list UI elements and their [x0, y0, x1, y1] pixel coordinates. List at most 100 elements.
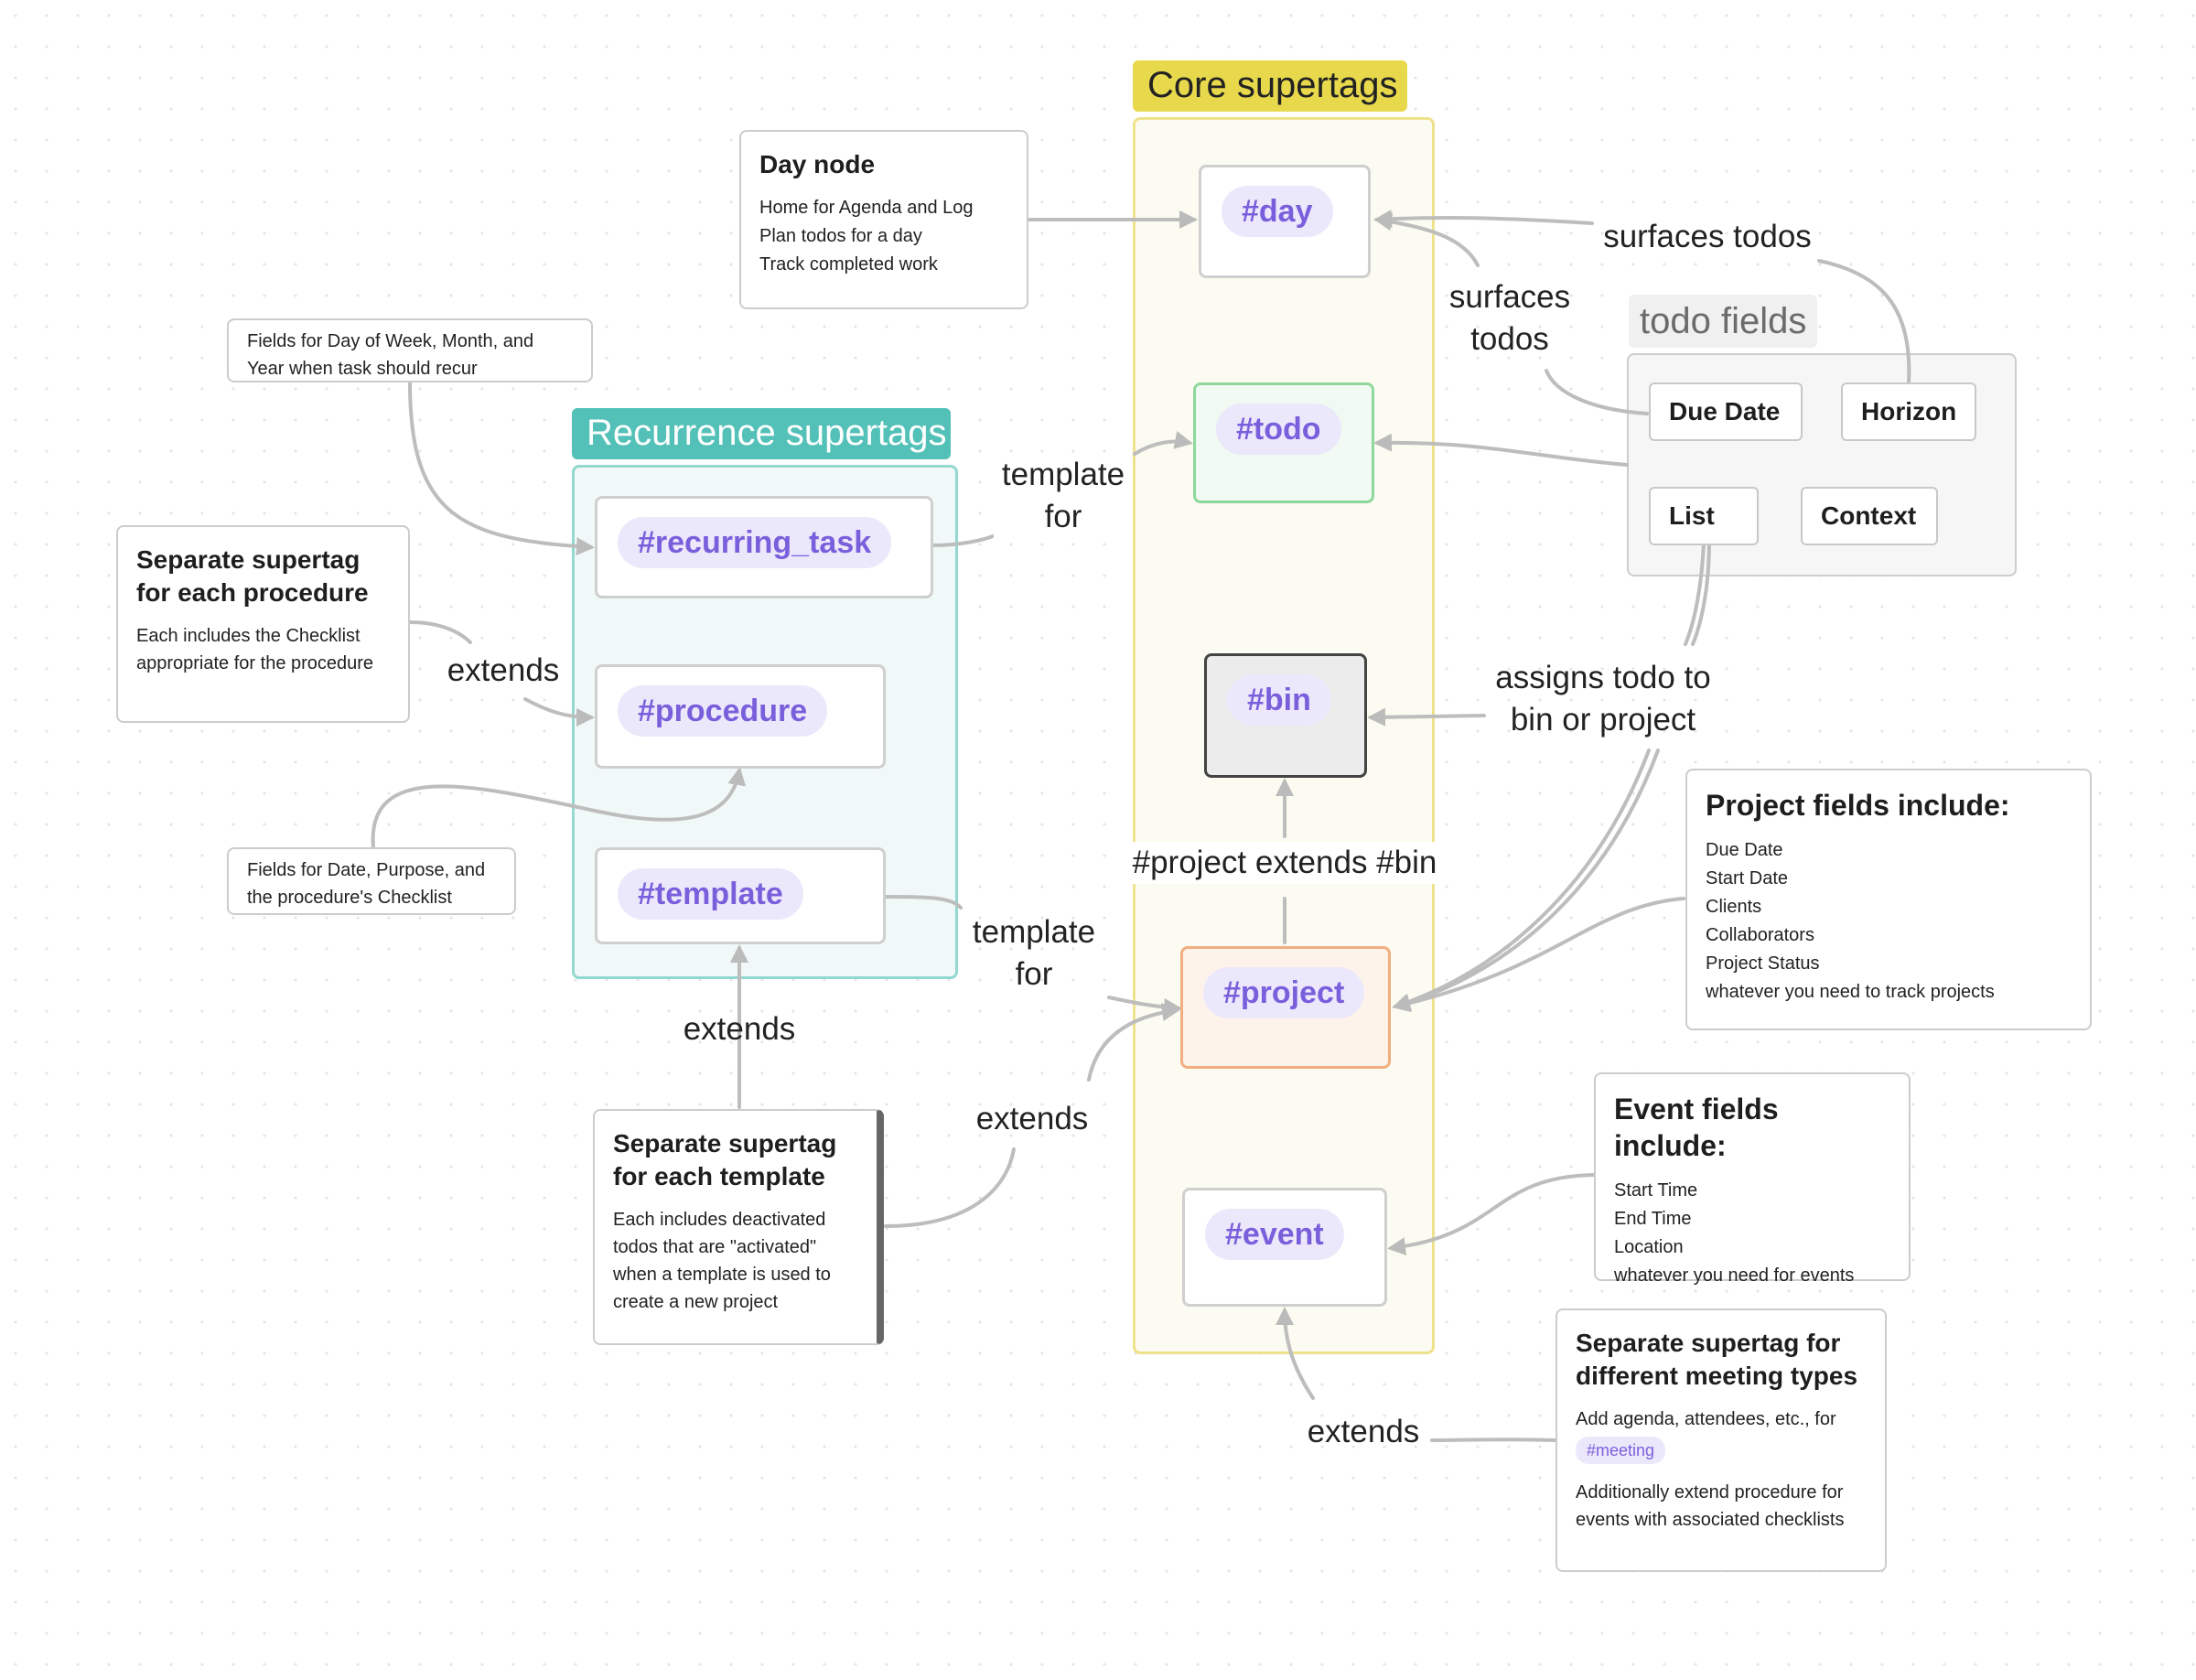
card-line: End Time — [1614, 1209, 1692, 1229]
separate-template-title: Separate supertag for each template — [613, 1129, 837, 1190]
procedure-fields-card[interactable]: Fields for Date, Purpose, and the proced… — [227, 847, 516, 915]
day-node-card[interactable]: Day node Home for Agenda and Log Plan to… — [739, 130, 1028, 309]
recur-fields-text: Fields for Day of Week, Month, and Year … — [247, 331, 534, 379]
recurrence-supertags-title: Recurrence supertags — [572, 408, 951, 459]
card-line: Start Time — [1614, 1180, 1698, 1201]
procedure-tag[interactable]: #procedure — [618, 685, 828, 737]
card-line: whatever you need for events — [1614, 1265, 1855, 1286]
label-template-for-2: template for — [964, 911, 1103, 996]
meeting-types-card[interactable]: Separate supertag for different meeting … — [1556, 1308, 1887, 1572]
core-supertags-title: Core supertags — [1133, 60, 1407, 112]
template-tag[interactable]: #template — [618, 868, 803, 920]
event-tag[interactable]: #event — [1205, 1209, 1344, 1260]
meeting-types-text2: Additionally extend procedure for events… — [1576, 1482, 1845, 1530]
wire-extends-to-project — [1087, 1003, 1180, 1082]
wire-projectfields-to-project — [1392, 897, 1685, 1013]
event-node[interactable]: #event — [1182, 1188, 1387, 1307]
field-due-date[interactable]: Due Date — [1649, 382, 1803, 441]
day-tag[interactable]: #day — [1222, 186, 1333, 237]
label-assigns-todo: assigns todo to bin or project — [1475, 657, 1731, 741]
wire-assigns-to-project — [1392, 748, 1660, 1012]
wire-template-label-to-todo — [1133, 431, 1193, 456]
wire-sepproc-to-extends — [408, 620, 472, 644]
template-node[interactable]: #template — [595, 847, 886, 944]
label-extends-event: extends — [1307, 1414, 1420, 1449]
wire-surfaces-top-to-day — [1373, 210, 1594, 229]
card-line: Plan todos for a day — [759, 226, 922, 246]
meeting-types-title: Separate supertag for different meeting … — [1576, 1329, 1858, 1390]
project-fields-card[interactable]: Project fields include: Due Date Start D… — [1685, 769, 2092, 1030]
wire-template-label-to-project — [1107, 996, 1182, 1017]
label-line: surfaces — [1448, 279, 1571, 315]
todo-fields-title: todo fields — [1629, 295, 1818, 348]
label-extends-procedure: extends — [447, 652, 560, 688]
procedure-fields-text: Fields for Date, Purpose, and the proced… — [247, 860, 486, 908]
label-extends-template: extends — [683, 1011, 796, 1047]
wire-list-to-assigns-2 — [1691, 540, 1711, 646]
wire-horizon-to-surfaces — [1817, 259, 1911, 384]
wire-list-to-assigns — [1684, 540, 1706, 646]
label-surfaces-todos-side: surfaces todos — [1437, 276, 1583, 361]
label-line: template — [972, 914, 1096, 950]
todo-tag[interactable]: #todo — [1216, 404, 1341, 455]
wire-extends-to-procedure — [523, 697, 595, 727]
card-line: whatever you need to track projects — [1706, 982, 1995, 1002]
bin-node[interactable]: #bin — [1204, 653, 1367, 778]
procedure-node[interactable]: #procedure — [595, 664, 886, 769]
card-line: Collaborators — [1706, 925, 1814, 945]
wire-duedate-to-surfaces — [1545, 369, 1649, 415]
bin-tag[interactable]: #bin — [1227, 674, 1331, 726]
wire-recurfields-to-rt — [408, 381, 595, 556]
card-line: Clients — [1706, 897, 1762, 917]
wire-septemplate-to-extends — [884, 1147, 1016, 1228]
wire-meeting-to-extends — [1430, 1438, 1557, 1442]
wire-extends-to-event — [1276, 1307, 1315, 1400]
label-line: for — [1044, 499, 1082, 534]
project-tag[interactable]: #project — [1203, 967, 1365, 1018]
card-line: Due Date — [1706, 840, 1783, 860]
wire-assigns-to-bin — [1367, 707, 1486, 727]
separate-template-text: Each includes deactivated todos that are… — [613, 1210, 831, 1312]
label-line: for — [1015, 956, 1053, 992]
wire-rt-to-template-label — [931, 534, 995, 547]
card-line: Location — [1614, 1237, 1684, 1257]
wire-procfields-to-procedure — [371, 767, 747, 849]
meeting-tag[interactable]: #meeting — [1576, 1437, 1666, 1464]
card-line: Start Date — [1706, 868, 1789, 888]
card-line: Project Status — [1706, 953, 1820, 974]
separate-procedure-card[interactable]: Separate supertag for each procedure Eac… — [116, 525, 410, 723]
label-line: template — [1001, 457, 1125, 492]
label-line: assigns todo to — [1495, 660, 1711, 695]
project-fields-title: Project fields include: — [1706, 789, 2010, 822]
wire-template-to-template-label — [884, 895, 963, 910]
field-context[interactable]: Context — [1801, 487, 1938, 545]
recur-fields-card[interactable]: Fields for Day of Week, Month, and Year … — [227, 318, 593, 382]
label-template-for-1: template for — [994, 454, 1133, 538]
separate-template-card[interactable]: Separate supertag for each template Each… — [593, 1109, 884, 1345]
wire-assigns-to-project-2 — [1394, 748, 1651, 1008]
day-node-card-title: Day node — [759, 150, 876, 178]
separate-procedure-text: Each includes the Checklist appropriate … — [136, 626, 374, 673]
label-line: todos — [1470, 321, 1549, 357]
todo-node[interactable]: #todo — [1193, 382, 1374, 503]
recurring-task-tag[interactable]: #recurring_task — [618, 517, 892, 568]
field-list[interactable]: List — [1649, 487, 1759, 545]
label-surfaces-todos-top: surfaces todos — [1603, 219, 1812, 254]
label-project-extends-bin: #project extends #bin — [1120, 842, 1449, 884]
recurring-task-node[interactable]: #recurring_task — [595, 496, 933, 598]
label-line: bin or project — [1510, 702, 1696, 738]
wire-surfaces-side-to-day — [1373, 212, 1480, 267]
field-horizon[interactable]: Horizon — [1841, 382, 1976, 441]
project-node[interactable]: #project — [1180, 946, 1391, 1069]
day-node[interactable]: #day — [1199, 165, 1371, 278]
separate-procedure-title: Separate supertag for each procedure — [136, 545, 369, 607]
meeting-types-text: Add agenda, attendees, etc., for — [1576, 1409, 1836, 1429]
event-fields-title: Event fields include: — [1614, 1093, 1779, 1162]
label-extends-project: extends — [975, 1101, 1089, 1136]
wire-fields-to-todo — [1373, 433, 1629, 467]
card-line: Track completed work — [759, 254, 938, 275]
event-fields-card[interactable]: Event fields include: Start Time End Tim… — [1594, 1072, 1911, 1286]
wire-eventfields-to-event — [1387, 1173, 1596, 1256]
card-line: Home for Agenda and Log — [759, 198, 974, 218]
